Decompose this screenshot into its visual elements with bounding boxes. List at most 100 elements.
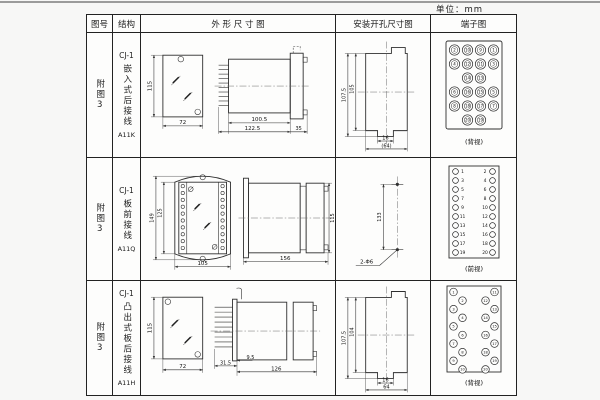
svg-text:5: 5 bbox=[461, 187, 464, 193]
code-label: A11H bbox=[117, 379, 136, 388]
dim-label: 125 bbox=[157, 208, 163, 217]
svg-text:6: 6 bbox=[453, 89, 456, 94]
dim-label: 149 bbox=[149, 213, 155, 222]
svg-text:15: 15 bbox=[478, 89, 484, 94]
header-mounting: 安装开孔尺寸图 bbox=[336, 15, 431, 33]
dim-label: 133 bbox=[377, 212, 383, 221]
model-label: CJ-1 bbox=[119, 288, 134, 298]
svg-text:10: 10 bbox=[482, 205, 488, 211]
svg-text:16: 16 bbox=[465, 89, 471, 94]
dim-label: 126 bbox=[271, 366, 282, 372]
structure-label: 板前接线 bbox=[121, 198, 132, 241]
svg-text:14: 14 bbox=[465, 75, 471, 80]
page-top-edge bbox=[0, 1, 600, 3]
dim-label: 64 bbox=[383, 384, 389, 390]
svg-text:17: 17 bbox=[492, 342, 497, 346]
svg-text:1: 1 bbox=[492, 47, 495, 52]
svg-text:14: 14 bbox=[483, 316, 488, 320]
svg-text:9: 9 bbox=[479, 47, 482, 52]
svg-text:15: 15 bbox=[492, 325, 497, 329]
svg-text:4: 4 bbox=[453, 61, 456, 66]
dim-label: 16 bbox=[382, 378, 388, 384]
svg-text:7: 7 bbox=[492, 103, 495, 108]
fig-no-row1: 附图3 bbox=[87, 33, 113, 158]
svg-text:12: 12 bbox=[483, 299, 488, 303]
mounting-cell-row3: 107.5 104 16 64 bbox=[336, 281, 431, 395]
svg-text:12: 12 bbox=[482, 214, 488, 220]
structure-label: 凸出式板后接线 bbox=[121, 301, 132, 376]
svg-text:11: 11 bbox=[478, 61, 484, 66]
svg-text:11: 11 bbox=[492, 290, 497, 294]
svg-text:13: 13 bbox=[492, 307, 497, 311]
svg-text:2: 2 bbox=[453, 47, 456, 52]
mounting-drawing-row1: 107.5 105 16 (64) bbox=[341, 41, 416, 151]
dim-label: 107.5 bbox=[341, 87, 347, 101]
view-label: (背视) bbox=[465, 137, 483, 146]
spec-table: 图号 结构 外 形 尺 寸 图 安装开孔尺寸图 端子图 附图3 CJ-1 嵌入式… bbox=[86, 14, 517, 396]
svg-text:6: 6 bbox=[461, 333, 464, 337]
structure-row3: CJ-1 凸出式板后接线 A11H bbox=[113, 281, 141, 395]
header-outline: 外 形 尺 寸 图 bbox=[141, 15, 336, 33]
fig-no-label: 附图3 bbox=[94, 321, 105, 355]
svg-text:7: 7 bbox=[461, 196, 464, 202]
fig-no-row2: 附图3 bbox=[87, 158, 113, 281]
svg-text:13: 13 bbox=[460, 223, 466, 229]
svg-text:20: 20 bbox=[482, 250, 488, 256]
mounting-cell-row1: 107.5 105 16 (64) bbox=[336, 33, 431, 158]
svg-text:3: 3 bbox=[492, 61, 495, 66]
model-label: CJ-1 bbox=[119, 185, 134, 195]
code-label: A11K bbox=[118, 131, 135, 139]
dim-label: 72 bbox=[179, 119, 186, 125]
outline-drawing-row2: 149 125 105 156 115 bbox=[149, 173, 335, 270]
dim-label: 105 bbox=[197, 260, 207, 266]
dim-label: 156 bbox=[280, 255, 291, 261]
unit-label: 单位：mm bbox=[436, 5, 484, 15]
svg-text:14: 14 bbox=[482, 223, 488, 229]
svg-text:19: 19 bbox=[460, 250, 466, 256]
svg-text:9: 9 bbox=[461, 205, 464, 211]
svg-text:4: 4 bbox=[484, 178, 487, 184]
dim-label: 16 bbox=[382, 135, 388, 141]
header-terminal: 端子图 bbox=[431, 15, 516, 33]
dim-label: 9.5 bbox=[246, 355, 254, 361]
dim-label: 107.5 bbox=[341, 331, 347, 345]
dim-label: 100.5 bbox=[252, 116, 268, 122]
svg-text:18: 18 bbox=[483, 350, 488, 354]
dim-label: 31.5 bbox=[220, 360, 231, 366]
structure-label: 嵌入式后接线 bbox=[121, 64, 132, 127]
svg-text:12: 12 bbox=[465, 61, 471, 66]
dim-label: 122.5 bbox=[245, 125, 261, 131]
mounting-drawing-row3: 107.5 104 16 64 bbox=[341, 286, 416, 393]
dim-label: 35 bbox=[296, 125, 302, 131]
svg-text:18: 18 bbox=[465, 103, 471, 108]
view-label: (前视) bbox=[465, 264, 483, 273]
outline-cell-row2: 149 125 105 156 115 bbox=[141, 158, 336, 281]
svg-text:2: 2 bbox=[484, 169, 487, 175]
dim-label: 115 bbox=[330, 213, 335, 222]
mounting-cell-row2: 133 2-Φ6 bbox=[336, 158, 431, 281]
svg-text:19: 19 bbox=[492, 359, 497, 363]
svg-text:5: 5 bbox=[492, 89, 495, 94]
svg-text:20: 20 bbox=[483, 368, 488, 372]
svg-text:19: 19 bbox=[478, 117, 484, 122]
svg-text:17: 17 bbox=[460, 241, 466, 247]
svg-text:2: 2 bbox=[461, 299, 463, 303]
view-label: (背视) bbox=[465, 378, 483, 387]
dim-label: 105 bbox=[349, 84, 355, 93]
header-fig-no: 图号 bbox=[87, 15, 113, 33]
dim-label: 115 bbox=[147, 323, 153, 333]
mounting-drawing-row2: 133 2-Φ6 bbox=[355, 175, 404, 266]
svg-text:7: 7 bbox=[452, 342, 454, 346]
outline-cell-row1: 115 72 100.5 122.5 bbox=[141, 33, 336, 158]
svg-text:11: 11 bbox=[460, 214, 466, 220]
svg-text:13: 13 bbox=[478, 75, 484, 80]
svg-text:10: 10 bbox=[460, 368, 465, 372]
svg-text:1: 1 bbox=[452, 290, 454, 294]
svg-text:8: 8 bbox=[461, 350, 464, 354]
svg-text:8: 8 bbox=[453, 103, 456, 108]
